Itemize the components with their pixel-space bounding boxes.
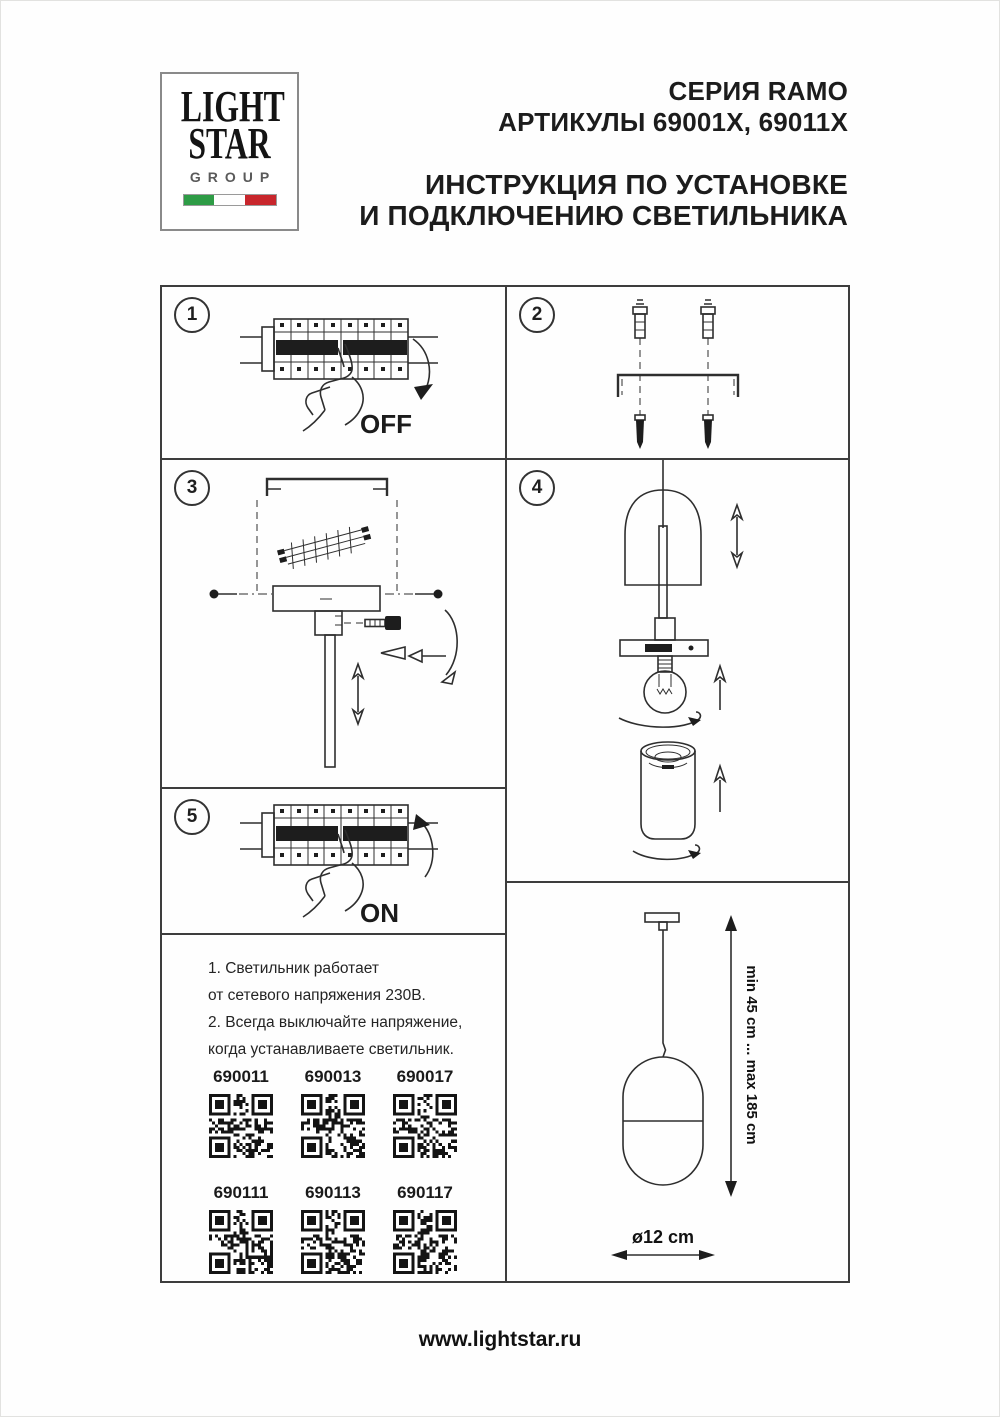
qr-item: 690111 [206,1183,276,1279]
step5-illustration: ON [240,804,438,928]
light-bulb [643,670,687,714]
article-number: 690013 [304,1067,362,1086]
arrow-left-icon [407,648,423,664]
article-number: 690113 [305,1183,361,1202]
circuit-breaker-illustration [240,804,438,866]
double-arrow-icon [351,661,365,727]
pendant-lamp-illustration [622,912,704,1186]
step-number-1: 1 [174,297,210,333]
article-number: 690117 [397,1183,453,1202]
off-label: OFF [360,409,412,439]
diameter-dimension: ø12 cm [611,1227,715,1260]
dome-shade [624,489,702,586]
qr-item: 690117 [390,1183,460,1279]
ceiling-mount-illustration [209,477,458,768]
article-number: 690017 [396,1067,454,1086]
article-number: 690111 [213,1183,269,1202]
qr-code [209,1094,273,1158]
qr-code [301,1210,365,1274]
circuit-breaker-illustration [240,318,438,380]
document-header: СЕРИЯ RAMO АРТИКУЛЫ 69001X, 69011X ИНСТР… [350,76,848,231]
logo-word-group: GROUP [189,169,277,185]
step-number-5: 5 [174,799,210,835]
arrow-up-icon [413,814,434,878]
note-line: 2. Всегда выключайте напряжение, [208,1014,463,1031]
qr-code [393,1094,457,1158]
series-title: СЕРИЯ RAMO [668,76,848,106]
cone-pointer [380,645,406,661]
hand-icon [302,829,364,918]
article-qr-grid: 690011 690013 690017 690111 690113 69011… [206,1067,505,1279]
step-number-3: 3 [174,470,210,506]
canopy [644,912,680,923]
pendant-dimensions-illustration: min 45 cm ... max 185 cm ø12 cm [611,912,760,1260]
article-number: 690011 [213,1067,269,1086]
pendant-assembly-illustration [618,460,744,861]
set-screw [385,616,401,630]
qr-code [393,1210,457,1274]
step1-illustration: OFF [240,318,438,439]
step5-panel: 5 [160,787,507,935]
step-number-4: 4 [519,470,555,506]
logo-word-star: STAR [188,119,271,168]
qr-item: 690017 [390,1067,460,1163]
wires-bundle [277,526,372,569]
note-line: от сетевого напряжения 230В. [208,987,426,1004]
step4-illustration [618,460,744,861]
italian-flag-icon [182,194,277,206]
step3-panel: 3 [160,458,507,789]
step2-panel: 2 [505,285,850,460]
step3-illustration [209,477,458,768]
qr-code [301,1094,365,1158]
diameter-label: ø12 cm [632,1227,694,1247]
safety-notes: 1. Светильник работает от сетевого напря… [162,935,505,1063]
rotate-arrow-icon [688,717,701,726]
lightstar-logo: LIGHT STAR GROUP [160,72,299,231]
website-url: www.lightstar.ru [418,1328,582,1351]
qr-item: 690011 [206,1067,276,1163]
double-arrow-icon [730,502,744,570]
hand-icon [302,343,364,432]
logo-word-light: LIGHT [180,82,285,131]
stem-rod [324,634,336,768]
on-label: ON [360,898,399,928]
step4-panel: 4 [505,458,850,883]
qr-item: 690113 [298,1183,368,1279]
note-line: 1. Светильник работает [208,960,379,977]
step2-illustration [616,299,740,449]
screws-and-anchors-illustration [616,299,740,449]
height-dimension: min 45 cm ... max 185 cm [725,915,760,1197]
mounting-bracket [616,373,740,397]
rotate-arrow-icon [688,850,701,859]
note-line: когда устанавливаете светильник. [208,1041,454,1058]
rotate-arrow-icon [440,669,457,685]
qr-item: 690013 [298,1067,368,1163]
notes-panel: 1. Светильник работает от сетевого напря… [160,933,507,1283]
arrow-up-icon [713,663,727,684]
arrow-up-icon [713,763,727,784]
step1-panel: 1 OFF [160,285,507,460]
dimensions-panel: min 45 cm ... max 185 cm ø12 cm [505,881,850,1283]
instruction-title-line1: ИНСТРУКЦИЯ ПО УСТАНОВКЕ [424,169,848,200]
qr-code [209,1210,273,1274]
articles-line: АРТИКУЛЫ 69001X, 69011X [498,107,848,137]
instruction-title-line2: И ПОДКЛЮЧЕНИЮ СВЕТИЛЬНИКА [359,200,848,231]
step-number-2: 2 [519,297,555,333]
height-range-label: min 45 cm ... max 185 cm [743,965,760,1144]
arrow-down-icon [412,338,433,400]
